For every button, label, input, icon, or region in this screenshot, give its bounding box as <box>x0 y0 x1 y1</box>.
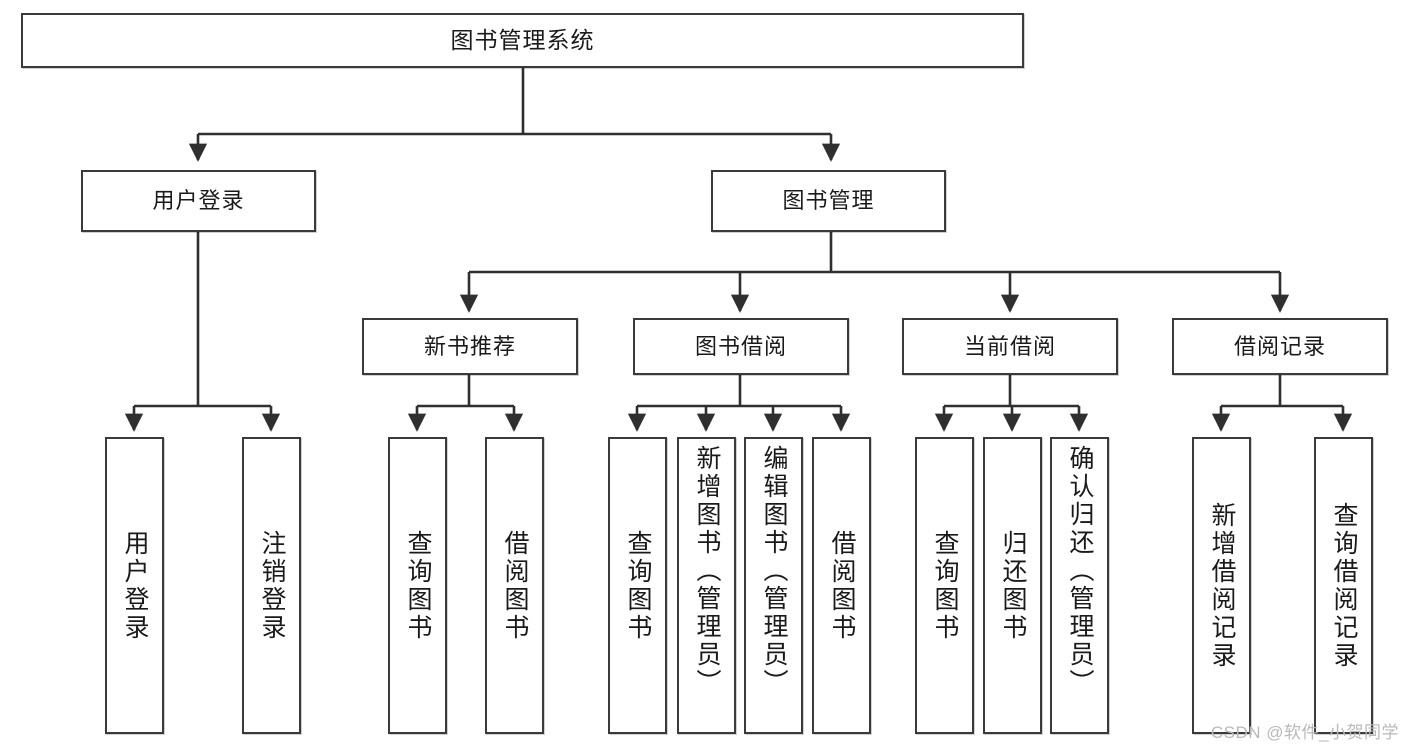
node-label: 查询图书 <box>624 529 652 642</box>
node-label: 编辑图书（管理员） <box>760 445 788 697</box>
node-label: 归还图书 <box>999 529 1027 642</box>
leaf-add-borrow-record[interactable]: 新增借阅记录 <box>1192 437 1251 734</box>
node-label: 用户登录 <box>152 188 245 214</box>
leaf-add-book[interactable]: 新增图书（管理员） <box>677 437 736 734</box>
node-label: 图书借阅 <box>694 333 787 359</box>
leaf-return-book[interactable]: 归还图书 <box>983 437 1042 734</box>
leaf-borrow-book-2[interactable]: 借阅图书 <box>812 437 871 734</box>
leaf-query-book-1[interactable]: 查询图书 <box>388 437 447 734</box>
node-label: 新增借阅记录 <box>1208 501 1236 670</box>
node-label: 图书管理系统 <box>450 26 595 53</box>
node-user-login[interactable]: 用户登录 <box>81 170 316 232</box>
node-label: 借阅图书 <box>828 529 856 642</box>
node-new-book-rec[interactable]: 新书推荐 <box>362 318 578 375</box>
node-borrow-record[interactable]: 借阅记录 <box>1172 318 1388 375</box>
node-label: 借阅图书 <box>501 529 529 642</box>
node-current-borrow[interactable]: 当前借阅 <box>902 318 1118 375</box>
node-book-borrow[interactable]: 图书借阅 <box>633 318 849 375</box>
node-label: 新增图书（管理员） <box>693 445 721 697</box>
leaf-query-borrow-record[interactable]: 查询借阅记录 <box>1314 437 1373 734</box>
csdn-watermark: CSDN @软件_小贺同学 <box>1210 723 1399 742</box>
node-label: 查询借阅记录 <box>1330 501 1358 670</box>
leaf-query-book-3[interactable]: 查询图书 <box>915 437 974 734</box>
node-label: 用户登录 <box>121 529 149 642</box>
node-label: 新书推荐 <box>423 333 516 359</box>
leaf-logout-login[interactable]: 注销登录 <box>242 437 301 734</box>
node-label: 注销登录 <box>258 529 286 642</box>
leaf-borrow-book-1[interactable]: 借阅图书 <box>485 437 544 734</box>
node-label: 查询图书 <box>404 529 432 642</box>
leaf-user-login[interactable]: 用户登录 <box>105 437 164 734</box>
node-label: 当前借阅 <box>963 333 1056 359</box>
leaf-confirm-return[interactable]: 确认归还（管理员） <box>1050 437 1109 734</box>
leaf-edit-book[interactable]: 编辑图书（管理员） <box>744 437 803 734</box>
node-root-system[interactable]: 图书管理系统 <box>21 13 1024 68</box>
node-label: 查询图书 <box>931 529 959 642</box>
node-label: 图书管理 <box>782 188 875 214</box>
node-label: 借阅记录 <box>1233 333 1326 359</box>
leaf-query-book-2[interactable]: 查询图书 <box>608 437 667 734</box>
node-book-manage[interactable]: 图书管理 <box>711 170 946 232</box>
node-label: 确认归还（管理员） <box>1066 445 1094 697</box>
